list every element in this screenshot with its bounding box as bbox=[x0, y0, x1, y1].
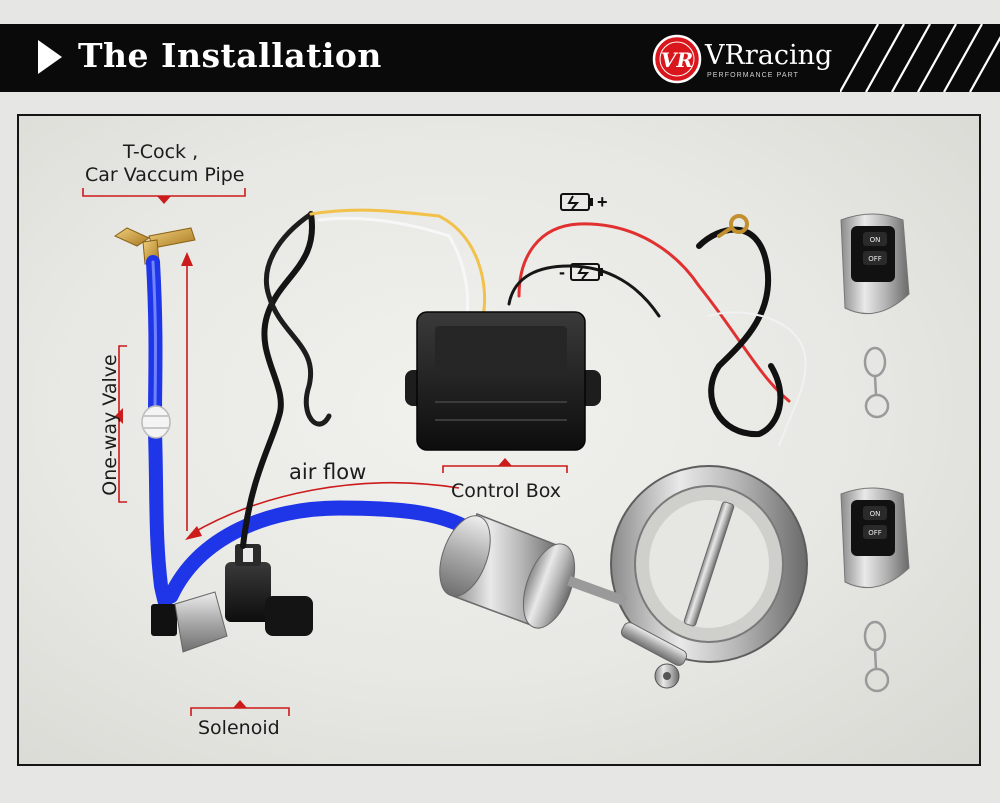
header-bar: The Installation VR VRracing PERFORMANCE… bbox=[0, 24, 1000, 92]
battery-plus-sign: + bbox=[597, 192, 608, 213]
one-way-valve-label: One-way Valve bbox=[99, 340, 121, 510]
keyring-2 bbox=[865, 622, 888, 691]
installation-scene: ON OFF ON OFF bbox=[19, 116, 981, 766]
solenoid-label: Solenoid bbox=[198, 717, 280, 739]
logo-subtext: PERFORMANCE PART bbox=[707, 72, 799, 79]
control-box bbox=[405, 312, 601, 450]
air-flow-label: air flow bbox=[289, 460, 366, 484]
remote-1-on-label: ON bbox=[870, 236, 881, 244]
page-title: The Installation bbox=[78, 36, 382, 75]
play-arrow-icon bbox=[38, 40, 62, 74]
vacuum-actuator bbox=[430, 509, 627, 635]
t-cock-label: T-Cock , bbox=[123, 141, 198, 163]
one-way-valve-fitting bbox=[142, 406, 170, 438]
vr-logo-icon: VR bbox=[650, 32, 706, 86]
brand-logo: VR VRracing PERFORMANCE PART bbox=[650, 32, 840, 86]
control-box-label: Control Box bbox=[451, 480, 561, 502]
logo-text: VRracing bbox=[705, 40, 832, 71]
remote-1-off-label: OFF bbox=[868, 255, 882, 263]
keyring-1 bbox=[865, 348, 888, 417]
installation-panel: ON OFF ON OFF T-Cock , Car Vaccum Pipe O… bbox=[17, 114, 981, 766]
remote-2-on-label: ON bbox=[870, 510, 881, 518]
logo-monogram: VR bbox=[661, 48, 693, 72]
battery-positive-icon bbox=[561, 194, 593, 210]
header-stripes bbox=[840, 24, 1000, 92]
remote-key-fob-1: ON OFF bbox=[841, 214, 909, 314]
exhaust-valve bbox=[611, 466, 807, 688]
battery-minus-sign: - bbox=[559, 262, 565, 283]
remote-key-fob-2: ON OFF bbox=[841, 488, 909, 588]
car-vacuum-pipe-label: Car Vaccum Pipe bbox=[85, 164, 244, 186]
remote-2-off-label: OFF bbox=[868, 529, 882, 537]
